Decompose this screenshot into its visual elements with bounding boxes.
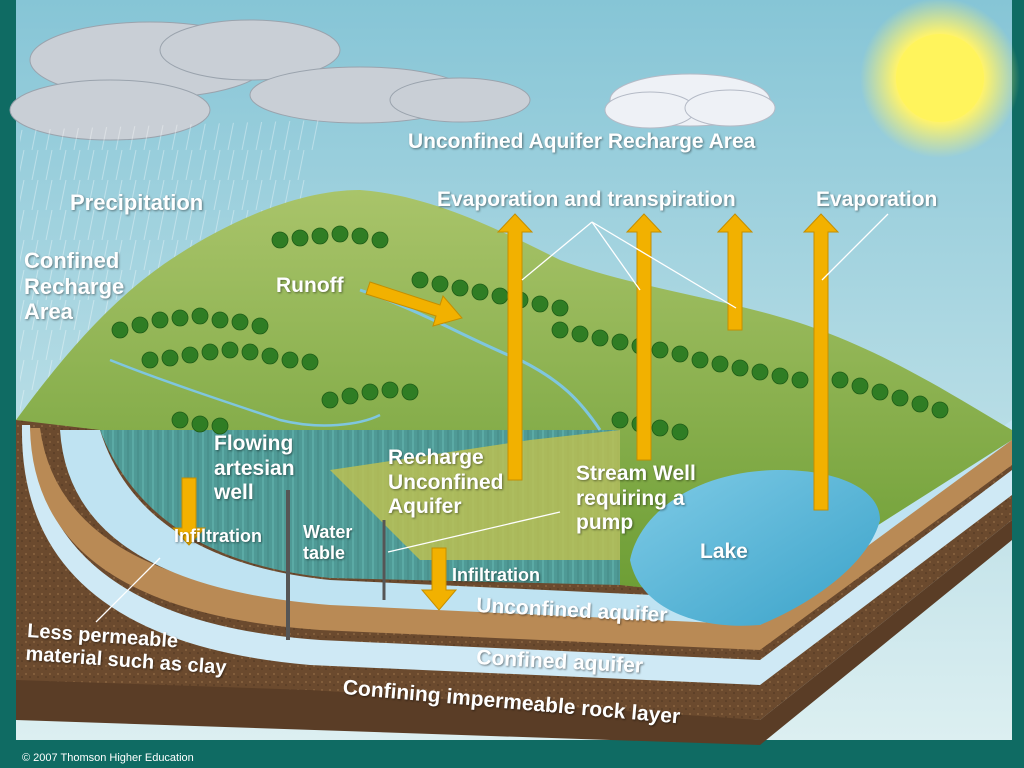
infiltration-arrow-left [171,477,207,546]
well-icon [286,490,386,640]
cloud-icon [9,19,531,141]
label-recharge-unconfined-aquifer: Recharge Unconfined Aquifer [388,446,504,519]
runoff-arrow [365,281,463,327]
label-infiltration-center: Infiltration [452,565,540,585]
arrow-icon [171,213,840,611]
label-evaporation: Evaporation [816,188,938,211]
label-flowing-artesian-well: Flowing artesian well [214,432,295,505]
label-evaporation-transpiration: Evaporation and transpiration [437,188,736,211]
label-precipitation: Precipitation [70,190,204,215]
label-unconfined-recharge-area: Unconfined Aquifer Recharge Area [408,130,756,153]
label-infiltration-left: Infiltration [174,526,262,546]
evap-arrow-3 [716,213,754,331]
evap-arrow-1 [496,213,534,481]
leader-lines [95,213,889,623]
label-lake: Lake [700,540,748,563]
label-water-table: Water table [303,522,353,564]
sun-icon [860,0,1020,158]
label-confined-recharge-area: Confined Recharge Area [24,248,125,325]
rock-layer [16,520,1012,745]
label-stream-well: Stream Well requiring a pump [576,462,696,535]
evap-arrow-2 [625,213,663,461]
evap-arrow-4 [802,213,840,511]
copyright-credit: © 2007 Thomson Higher Education [22,752,194,764]
small-cloud-icon [604,73,776,129]
label-runoff: Runoff [276,274,344,297]
infiltration-arrow-center [420,547,458,611]
